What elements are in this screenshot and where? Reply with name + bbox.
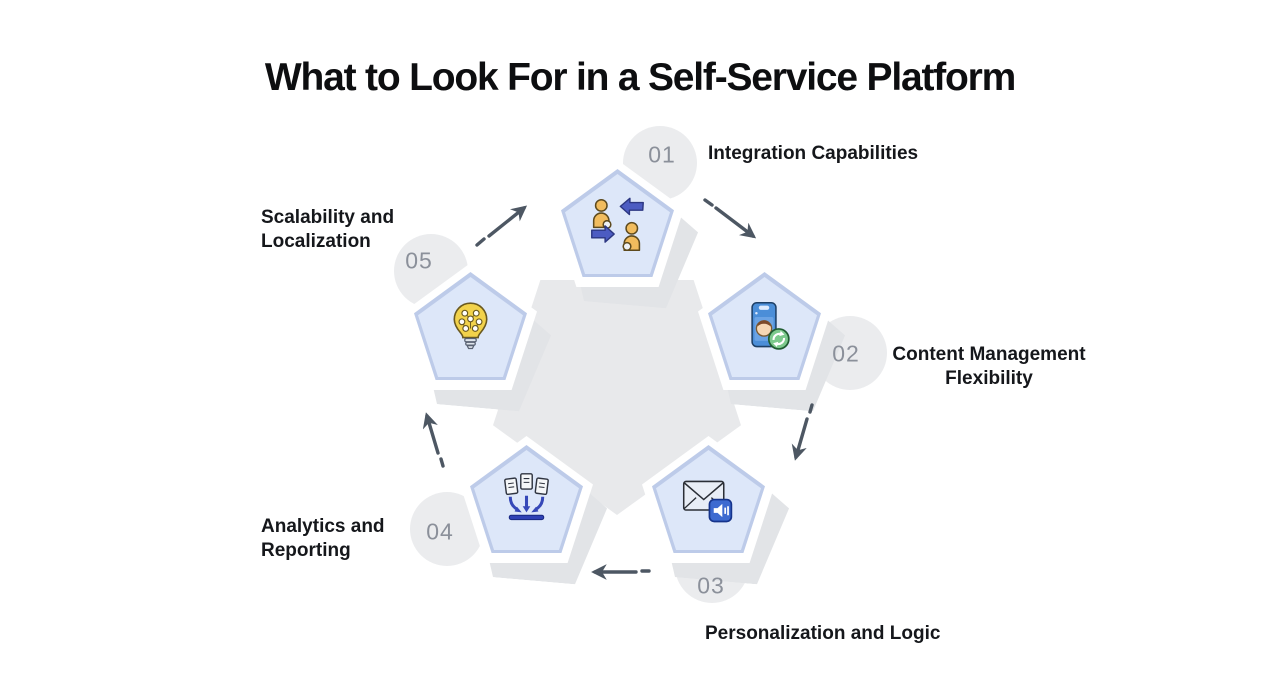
- documents-merge-icon: [504, 473, 549, 521]
- lightbulb-icon: [453, 302, 488, 350]
- step-number-02: 02: [832, 340, 860, 367]
- step-number-03: 03: [697, 572, 725, 599]
- phone-sync-icon: [751, 301, 790, 350]
- label-personalization-logic: Personalization and Logic: [705, 623, 941, 644]
- label-analytics-reporting: Analytics and Reporting: [261, 516, 385, 561]
- arrow-04-to-05: [422, 412, 440, 455]
- node-content-management: [698, 263, 831, 390]
- step-number-04: 04: [426, 518, 454, 545]
- label-content-management: Content Management Flexibility: [892, 344, 1086, 389]
- node-scalability-localization: [404, 263, 537, 390]
- step-number-01: 01: [648, 141, 676, 168]
- label-integration-capabilities: Integration Capabilities: [708, 143, 919, 164]
- node-integration-capabilities: [551, 160, 684, 287]
- node-analytics-reporting: [460, 436, 593, 563]
- arrow-dash-01-02: [703, 198, 714, 207]
- page-title: What to Look For in a Self-Service Platf…: [264, 56, 1016, 100]
- node-personalization-logic: [642, 436, 775, 563]
- arrow-dash-05-01: [475, 237, 486, 247]
- arrow-01-to-02: [714, 206, 757, 239]
- step-number-05: 05: [405, 247, 433, 274]
- label-scalability-localization: Scalability and Localization: [261, 207, 395, 252]
- arrow-05-to-01: [487, 205, 528, 238]
- arrow-02-to-03: [791, 417, 809, 461]
- arrow-dash-04-05: [439, 457, 445, 468]
- mail-announcement-icon: [682, 480, 733, 523]
- people-exchange-icon: [591, 197, 644, 251]
